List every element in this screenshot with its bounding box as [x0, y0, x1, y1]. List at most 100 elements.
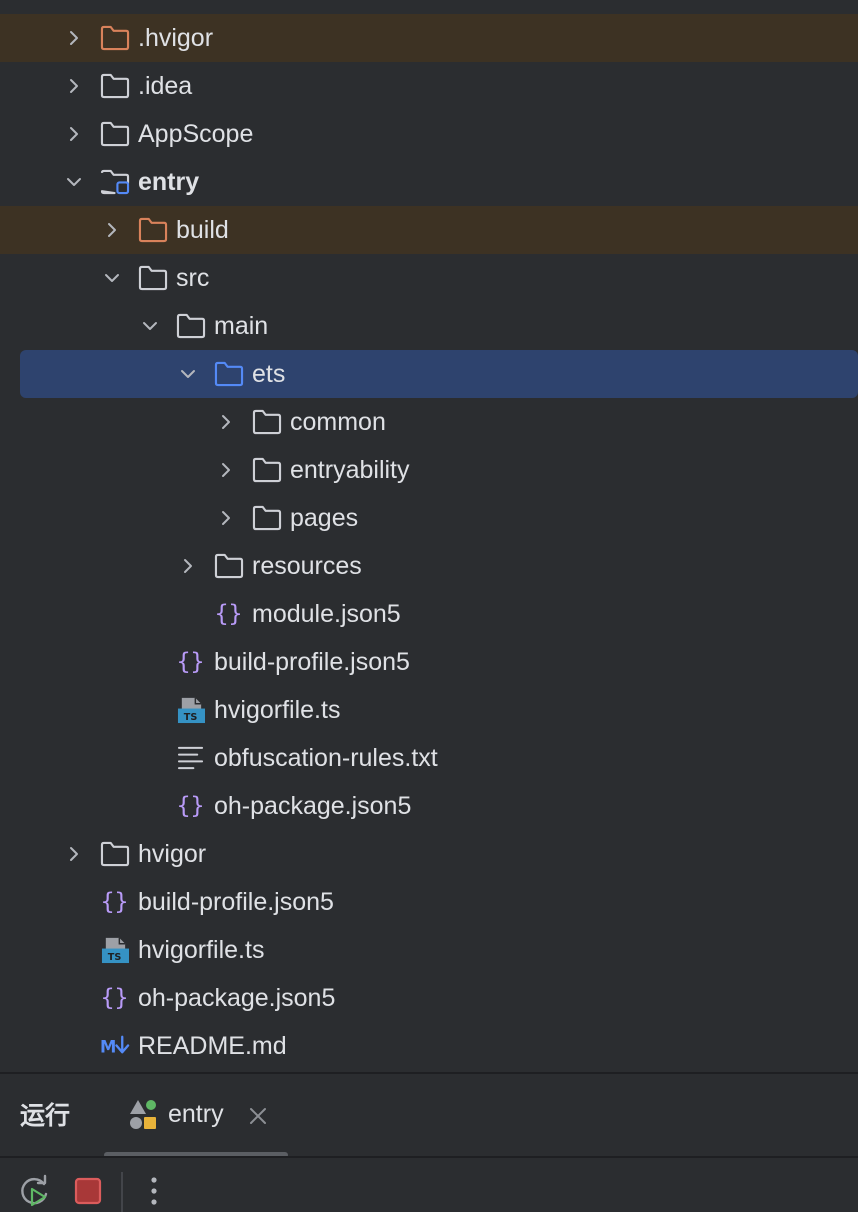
tree-row[interactable]: {} oh-package.json5: [0, 782, 858, 830]
chevron-down-icon[interactable]: [178, 364, 198, 384]
tree-row[interactable]: build: [0, 206, 858, 254]
tree-row[interactable]: common: [0, 398, 858, 446]
tab-scroll-indicator: [104, 1152, 288, 1158]
chevron-down-icon[interactable]: [140, 316, 160, 336]
tree-row[interactable]: {} module.json5: [0, 590, 858, 638]
tree-row[interactable]: .hvigor: [0, 14, 858, 62]
tree-item-label: module.json5: [252, 600, 401, 628]
tree-item-label: oh-package.json5: [214, 792, 412, 820]
folder-icon: [100, 73, 130, 99]
tree-row[interactable]: hvigor: [0, 830, 858, 878]
chevron-down-icon[interactable]: [102, 268, 122, 288]
chevron-right-icon[interactable]: [102, 220, 122, 240]
folder-icon: [252, 505, 282, 531]
chevron-right-icon[interactable]: [64, 124, 84, 144]
chevron-right-icon[interactable]: [216, 460, 236, 480]
svg-text:TS: TS: [184, 712, 198, 723]
folder-icon: [138, 217, 168, 243]
chevron-right-icon[interactable]: [216, 508, 236, 528]
json-icon: {}: [215, 600, 243, 627]
typescript-file-icon: TS: [101, 937, 129, 963]
tree-item-label: hvigorfile.ts: [214, 696, 341, 724]
svg-text:M: M: [100, 1037, 116, 1056]
toolbar-separator: [121, 1172, 123, 1212]
tree-row[interactable]: src: [0, 254, 858, 302]
chevron-right-icon[interactable]: [178, 556, 198, 576]
svg-text:TS: TS: [108, 952, 122, 963]
source-folder-icon: [214, 361, 244, 387]
tree-item-label: hvigorfile.ts: [138, 936, 265, 964]
stop-icon[interactable]: [71, 1174, 105, 1208]
tree-item-label: README.md: [138, 1032, 287, 1060]
folder-icon: [252, 457, 282, 483]
run-config-icon: [130, 1100, 156, 1129]
folder-icon: [100, 121, 130, 147]
tree-item-label: entry: [138, 168, 200, 196]
module-folder-icon: [100, 169, 130, 195]
tree-row[interactable]: {} build-profile.json5: [0, 878, 858, 926]
tree-row[interactable]: {}build-profile.json5: [0, 638, 858, 686]
json-icon: {}: [177, 648, 205, 675]
folder-icon: [252, 409, 282, 435]
svg-text:{}: {}: [177, 648, 205, 675]
svg-text:{}: {}: [101, 888, 129, 915]
tree-row[interactable]: pages: [0, 494, 858, 542]
tree-row[interactable]: AppScope: [0, 110, 858, 158]
folder-icon: [176, 313, 206, 339]
svg-text:{}: {}: [177, 792, 205, 819]
json-icon: {}: [177, 792, 205, 819]
tree-item-label: build-profile.json5: [138, 888, 334, 916]
close-icon[interactable]: [248, 1106, 268, 1126]
more-icon[interactable]: [137, 1174, 171, 1208]
tree-row[interactable]: {} oh-package.json5: [0, 974, 858, 1022]
tree-row[interactable]: M README.md: [0, 1022, 858, 1070]
run-panel-title: 运行: [20, 1102, 71, 1130]
svg-text:{}: {}: [215, 600, 243, 627]
tree-row[interactable]: main: [0, 302, 858, 350]
run-tool-window: 运行 entry: [0, 1072, 858, 1212]
tree-item-label: main: [214, 312, 269, 340]
chevron-right-icon[interactable]: [216, 412, 236, 432]
chevron-right-icon[interactable]: [64, 76, 84, 96]
tree-row[interactable]: entryability: [0, 446, 858, 494]
chevron-right-icon[interactable]: [64, 28, 84, 48]
tree-item-label: common: [290, 408, 386, 436]
tree-row[interactable]: obfuscation-rules.txt: [0, 734, 858, 782]
tree-row[interactable]: entry: [0, 158, 858, 206]
folder-icon: [100, 25, 130, 51]
tree-item-label: entryability: [290, 456, 410, 484]
rerun-icon[interactable]: [18, 1174, 52, 1208]
tree-item-label: oh-package.json5: [138, 984, 336, 1012]
run-tab-label: entry: [168, 1100, 224, 1128]
tree-item-label: hvigor: [138, 840, 207, 868]
tree-row[interactable]: TS hvigorfile.ts: [0, 926, 858, 974]
tree-row[interactable]: resources: [0, 542, 858, 590]
clipped-top-row: [60, 0, 840, 6]
typescript-file-icon: TS: [177, 697, 205, 723]
panel-divider: [0, 1156, 858, 1158]
tree-item-label: AppScope: [138, 120, 254, 148]
json-icon: {}: [101, 984, 129, 1011]
run-tab-entry[interactable]: entry: [124, 1090, 288, 1140]
tree-row[interactable]: .idea: [0, 62, 858, 110]
chevron-down-icon[interactable]: [64, 172, 84, 192]
tree-item-label: src: [176, 264, 210, 292]
tree-item-label: obfuscation-rules.txt: [214, 744, 438, 772]
tree-item-label: ets: [252, 360, 286, 388]
folder-icon: [100, 841, 130, 867]
chevron-right-icon[interactable]: [64, 844, 84, 864]
folder-icon: [138, 265, 168, 291]
tree-item-label: resources: [252, 552, 362, 580]
tree-item-label: pages: [290, 504, 359, 532]
svg-text:{}: {}: [101, 984, 129, 1011]
tree-item-label: .hvigor: [138, 24, 214, 52]
tree-item-label: .idea: [138, 72, 193, 100]
text-file-icon: [177, 746, 204, 770]
tree-item-label: build: [176, 216, 229, 244]
folder-icon: [214, 553, 244, 579]
tree-row[interactable]: ets: [20, 350, 858, 398]
markdown-icon: M: [100, 1035, 130, 1056]
json-icon: {}: [101, 888, 129, 915]
tree-row[interactable]: TS hvigorfile.ts: [0, 686, 858, 734]
